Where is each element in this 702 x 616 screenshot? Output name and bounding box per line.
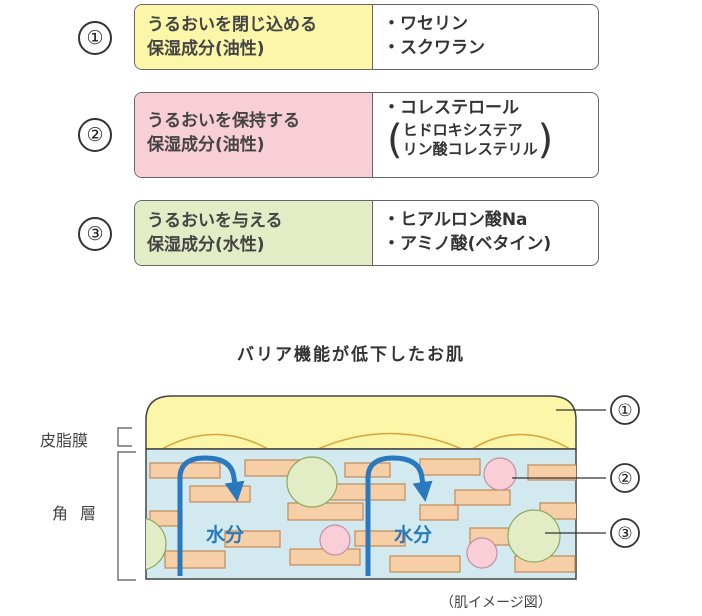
ingredient-box-1: うるおいを閉じ込める 保湿成分(油性) ・ワセリン ・スクワラン: [134, 4, 599, 70]
sebum-film: [145, 395, 577, 450]
ingredient-list-2: ・コレステロール ( ヒドロキシステア リン酸コレステリル ): [373, 93, 598, 177]
category-line: うるおいを保持する: [147, 111, 300, 131]
ingredient-paren-text: ヒドロキシステア リン酸コレステリル: [403, 121, 538, 159]
ingredient-item: ・スクワラン: [383, 38, 485, 58]
cholesterol-pink: [483, 457, 517, 491]
ingredient-list-1: ・ワセリン ・スクワラン: [373, 5, 598, 69]
paren-line: リン酸コレステリル: [402, 140, 538, 158]
skin-cell: [189, 485, 251, 503]
skin-cell: [454, 489, 511, 506]
water-label: 水分: [394, 524, 432, 546]
sebum-wave: [161, 433, 269, 450]
skin-cell: [527, 464, 576, 481]
ingredient-box-3: うるおいを与える 保湿成分(水性) ・ヒアルロン酸Na ・アミノ酸(ベタイン): [134, 200, 599, 266]
skin-cell: [164, 550, 226, 569]
water-escape-arrow: [177, 455, 245, 576]
water-escape-arrow: [365, 455, 433, 576]
stratum-bracket: [117, 451, 136, 581]
ingredient-paren-block: ( ヒドロキシステア リン酸コレステリル ): [387, 120, 598, 160]
close-paren: ): [537, 117, 554, 163]
category-line: うるおいを与える: [147, 211, 283, 231]
open-paren: (: [387, 117, 403, 163]
sebum-label: 皮脂膜: [40, 431, 89, 450]
category-line: 保湿成分(水性): [147, 235, 265, 255]
callout-marker-1: [610, 395, 640, 425]
cholesterol-pink: [466, 537, 498, 569]
image-caption: （肌イメージ図）: [440, 595, 552, 611]
ingredient-item: ・コレステロール: [383, 98, 519, 118]
sebum-wave: [317, 432, 463, 450]
humectant-green: [286, 456, 338, 508]
category-line: 保湿成分(油性): [147, 135, 265, 155]
cholesterol-pink: [319, 524, 351, 556]
row-number-3: ③: [78, 217, 112, 251]
row-number-2: ②: [78, 118, 112, 152]
callout-number: ③: [617, 524, 632, 544]
humectant-green: [507, 509, 561, 563]
callout-marker-3: [610, 518, 640, 548]
skin-cell: [224, 530, 281, 548]
sebum-wave: [471, 433, 571, 450]
skin-cell: [419, 458, 481, 476]
ingredient-category-3: うるおいを与える 保湿成分(水性): [135, 201, 373, 265]
callout-marker-2: [610, 463, 640, 493]
ingredient-item: ・アミノ酸(ベタイン): [383, 234, 552, 254]
paren-line: ヒドロキシステア: [402, 121, 523, 139]
sebum-bracket: [117, 427, 132, 447]
humectant-green: [146, 518, 167, 570]
row-number-1: ①: [78, 21, 112, 55]
water-label: 水分: [206, 524, 244, 546]
stratum-label: 角層: [52, 504, 109, 523]
ingredient-list-3: ・ヒアルロン酸Na ・アミノ酸(ベタイン): [373, 201, 598, 265]
skin-cell: [389, 555, 461, 573]
ingredient-item: ・ヒアルロン酸Na: [383, 210, 528, 230]
ingredient-category-2: うるおいを保持する 保湿成分(油性): [135, 93, 373, 177]
skin-cell: [419, 504, 459, 521]
callout-number: ①: [617, 401, 632, 421]
skin-cell: [287, 502, 364, 521]
ingredient-item: ・ワセリン: [383, 14, 468, 34]
callout-number: ②: [617, 469, 632, 489]
ingredient-box-2: うるおいを保持する 保湿成分(油性) ・コレステロール ( ヒドロキシステア リ…: [134, 92, 599, 178]
category-line: うるおいを閉じ込める: [147, 15, 317, 35]
category-line: 保湿成分(油性): [147, 39, 265, 59]
diagram-title: バリア機能が低下したお肌: [237, 345, 465, 365]
ingredient-category-1: うるおいを閉じ込める 保湿成分(油性): [135, 5, 373, 69]
